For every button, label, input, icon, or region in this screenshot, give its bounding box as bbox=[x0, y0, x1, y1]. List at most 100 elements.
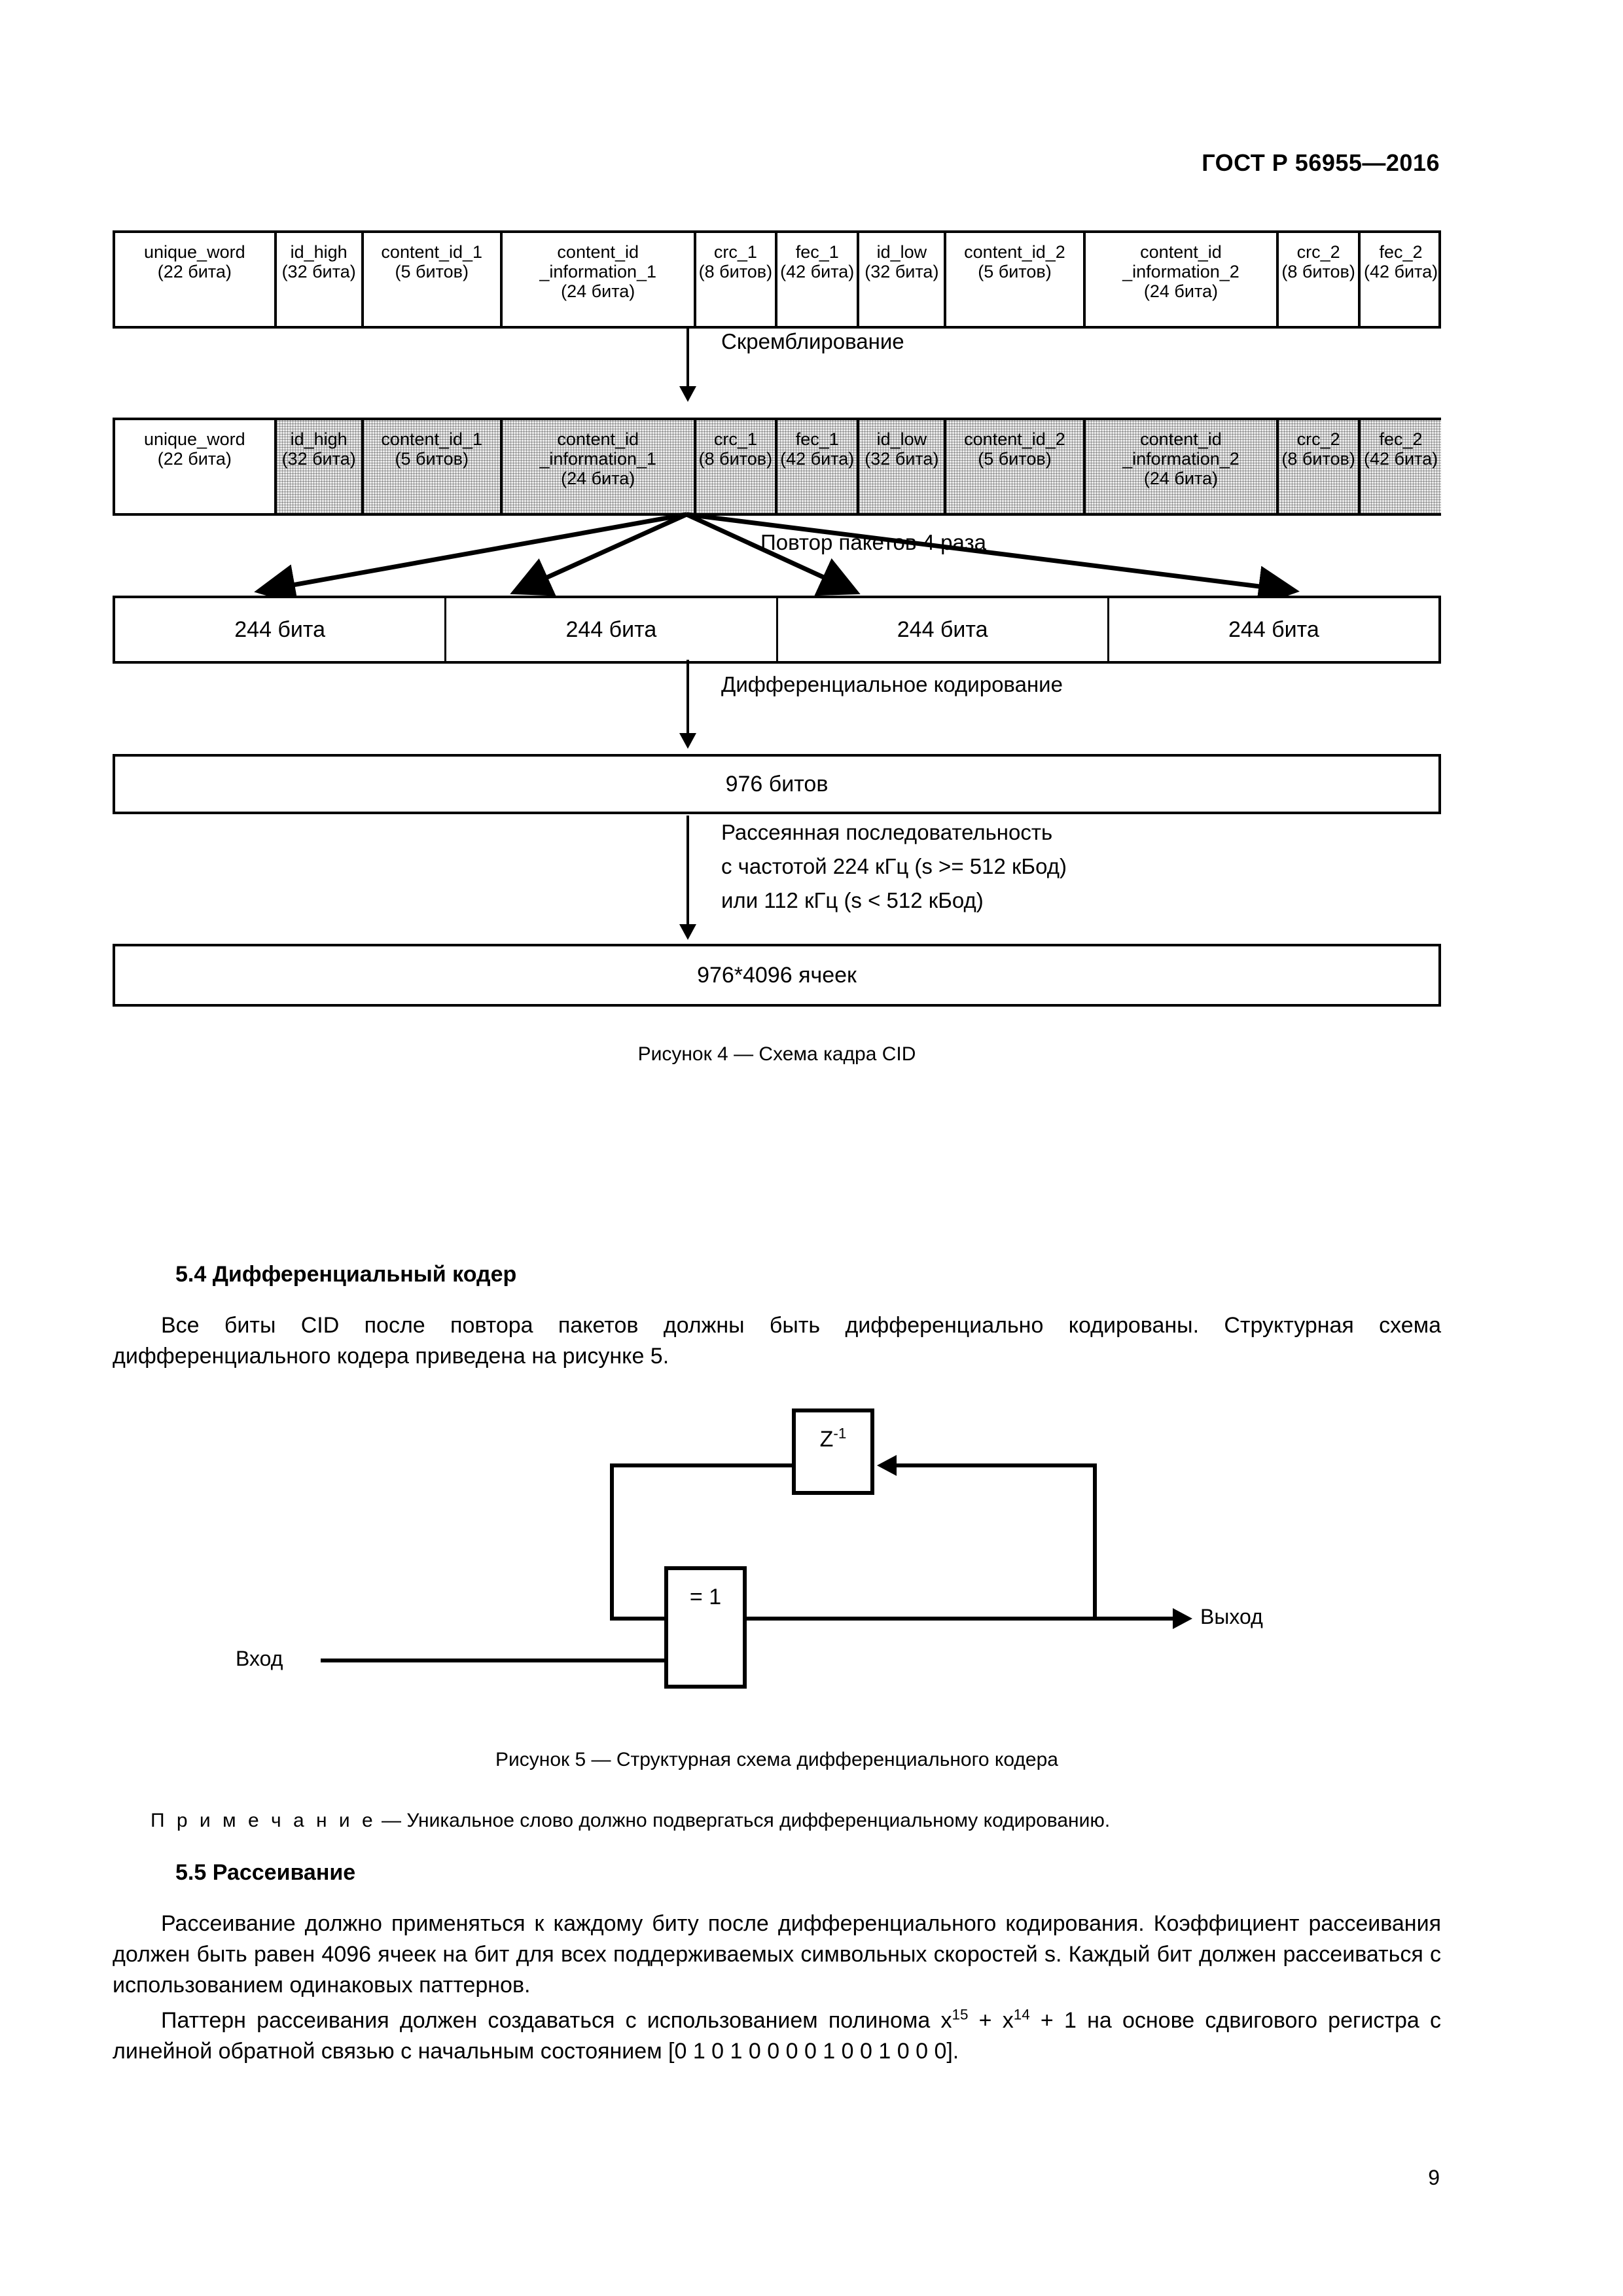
note-text: — Уникальное слово должно подвергаться д… bbox=[376, 1810, 1111, 1831]
packet-field-cell: fec_2(42 бита) bbox=[1361, 420, 1441, 513]
packet-field-label: content_id_1 bbox=[381, 242, 483, 262]
scrambling-arrow-line bbox=[687, 326, 689, 389]
packet-field-label: id_low bbox=[876, 429, 927, 449]
packet-field-size: (22 бита) bbox=[157, 449, 232, 469]
packet-field-size: (42 бита) bbox=[780, 449, 855, 469]
spreading-arrow-head bbox=[679, 924, 696, 940]
feedback-left-riser bbox=[610, 1463, 614, 1621]
packet-field-size: (8 битов) bbox=[1281, 262, 1355, 282]
cells-box: 976*4096 ячеек bbox=[113, 944, 1441, 1007]
packet-field-size: (5 битов) bbox=[978, 449, 1052, 469]
packet-field-label: id_high bbox=[290, 429, 348, 449]
polynomial-exponent-1: 15 bbox=[952, 2006, 969, 2023]
packet-field-cell: fec_1(42 бита) bbox=[777, 233, 860, 326]
packet-field-cell: id_high(32 бита) bbox=[277, 420, 364, 513]
page-header-standard: ГОСТ Р 56955—2016 bbox=[1202, 149, 1440, 176]
packet-field-size: (5 битов) bbox=[395, 449, 469, 469]
section-5-5-heading: 5.5 Рассеивание bbox=[175, 1860, 356, 1885]
xor-block: = 1 bbox=[664, 1566, 747, 1689]
packet-field-label: content_id bbox=[1140, 429, 1222, 449]
packet-field-label: content_id bbox=[557, 429, 639, 449]
packet-field-label: content_id bbox=[557, 242, 639, 262]
packet-field-size: (8 битов) bbox=[1281, 449, 1355, 469]
spreading-label-line-3: или 112 кГц (s < 512 кБод) bbox=[721, 888, 984, 912]
bits-box-label: 976 битов bbox=[725, 771, 829, 797]
scrambling-arrow-head bbox=[679, 386, 696, 402]
packet-field-label: id_high bbox=[290, 242, 348, 262]
packet-field-size: (32 бита) bbox=[865, 262, 939, 282]
packet-field-label: content_id_2 bbox=[964, 429, 1065, 449]
packet-field-size-2: (24 бита) bbox=[561, 469, 635, 489]
packet-field-size: _information_2 bbox=[1122, 262, 1240, 282]
packet-field-size: (8 битов) bbox=[698, 449, 773, 469]
output-tap-riser bbox=[1093, 1463, 1097, 1621]
packet-field-label: fec_1 bbox=[795, 242, 839, 262]
packet-field-cell: content_id_1(5 битов) bbox=[364, 420, 503, 513]
packet-field-size: (32 бита) bbox=[281, 262, 356, 282]
section-5-5-paragraph-2: Паттерн рассеивания должен создаваться с… bbox=[113, 2005, 1441, 2067]
packet-field-label: crc_2 bbox=[1296, 242, 1340, 262]
scrambling-label: Скремблирование bbox=[721, 329, 904, 353]
packet-field-size: (42 бита) bbox=[1363, 262, 1438, 282]
packet-field-cell: crc_2(8 битов) bbox=[1279, 233, 1361, 326]
figure-4-caption: Рисунок 4 — Схема кадра CID bbox=[637, 1043, 916, 1065]
spreading-label-line-2: с частотой 224 кГц (s >= 512 кБод) bbox=[721, 854, 1067, 878]
packet-field-size: (8 битов) bbox=[698, 262, 773, 282]
page-number: 9 bbox=[1428, 2166, 1440, 2189]
repeat-packet-box: 244 бита bbox=[115, 598, 447, 661]
packet-field-label: fec_2 bbox=[1379, 429, 1423, 449]
packet-field-label: content_id_1 bbox=[381, 429, 483, 449]
delay-block-label: Z-1 bbox=[819, 1425, 847, 1452]
packet-field-size-2: (24 бита) bbox=[561, 281, 635, 302]
packet-field-label: crc_1 bbox=[713, 242, 757, 262]
differential-coding-arrow-line bbox=[687, 660, 689, 736]
repeat-packet-box: 244 бита bbox=[446, 598, 778, 661]
note-prefix: П р и м е ч а н и е bbox=[151, 1810, 376, 1831]
packet-field-label: unique_word bbox=[143, 429, 245, 449]
figure-5-caption: Рисунок 5 — Структурная схема дифференци… bbox=[495, 1749, 1058, 1770]
packet-strip-unscrambled: unique_word(22 бита)id_high(32 бита)cont… bbox=[113, 230, 1441, 329]
spreading-label-line-1: Рассеянная последовательность bbox=[721, 820, 1053, 844]
packet-field-cell: id_low(32 бита) bbox=[859, 233, 947, 326]
repeat-packets-label: Повтор пакетов 4 раза bbox=[760, 530, 986, 554]
packet-field-cell: crc_1(8 битов) bbox=[696, 420, 778, 513]
polynomial-text-a: Паттерн рассеивания должен создаваться с… bbox=[161, 2008, 952, 2033]
output-wire bbox=[744, 1617, 1176, 1621]
packet-field-cell: content_id_information_2(24 бита) bbox=[1086, 420, 1279, 513]
section-5-5-paragraph-1: Рассеивание должно применяться к каждому… bbox=[113, 1909, 1441, 2001]
packet-field-cell: id_high(32 бита) bbox=[277, 233, 364, 326]
polynomial-text-c: + 1 на основе сдвигового регистра с лине… bbox=[113, 2008, 1441, 2064]
packet-field-cell: content_id_1(5 битов) bbox=[364, 233, 503, 326]
packet-field-label: fec_2 bbox=[1379, 242, 1423, 262]
packet-field-cell: fec_1(42 бита) bbox=[777, 420, 860, 513]
tap-into-delay-wire bbox=[890, 1463, 1097, 1467]
section-5-4-heading: 5.4 Дифференциальный кодер bbox=[175, 1262, 517, 1287]
spreading-arrow-line bbox=[687, 816, 689, 928]
packet-field-cell: content_id_information_1(24 бита) bbox=[503, 233, 696, 326]
input-label: Вход bbox=[236, 1647, 283, 1670]
polynomial-exponent-2: 14 bbox=[1013, 2006, 1030, 2023]
packet-field-cell: fec_2(42 бита) bbox=[1361, 233, 1441, 326]
packet-field-size-2: (24 бита) bbox=[1143, 469, 1219, 489]
packet-field-cell: crc_2(8 битов) bbox=[1279, 420, 1361, 513]
section-5-5-paragraph-1-text: Рассеивание должно применяться к каждому… bbox=[113, 1911, 1441, 1998]
packet-field-cell: content_id_information_2(24 бита) bbox=[1086, 233, 1279, 326]
packet-field-size: (22 бита) bbox=[157, 262, 232, 282]
repeat-packet-box: 244 бита bbox=[1228, 617, 1319, 642]
packet-field-size: _information_2 bbox=[1122, 449, 1240, 469]
packet-field-cell: content_id_2(5 битов) bbox=[946, 233, 1086, 326]
delay-block-z-inverse: Z-1 bbox=[792, 1408, 874, 1495]
xor-block-label: = 1 bbox=[689, 1585, 722, 1609]
packet-field-size: _information_1 bbox=[539, 262, 657, 282]
figure-5-note: П р и м е ч а н и е — Уникальное слово д… bbox=[151, 1808, 1440, 1835]
differential-coding-label: Дифференциальное кодирование bbox=[721, 672, 1063, 696]
figure-5-differential-coder-diagram: Z-1 = 1 Выход Вход bbox=[113, 1388, 1441, 1702]
tap-into-delay-arrowhead bbox=[877, 1455, 897, 1476]
feedback-into-xor-wire bbox=[610, 1617, 668, 1621]
figure-4-cid-frame-diagram: unique_word(22 бита)id_high(32 бита)cont… bbox=[113, 230, 1441, 1065]
packet-field-cell: crc_1(8 битов) bbox=[696, 233, 778, 326]
packet-field-label: id_low bbox=[876, 242, 927, 262]
repeat-packet-box: 244 бита bbox=[778, 598, 1109, 661]
packet-field-cell: unique_word(22 бита) bbox=[115, 233, 277, 326]
